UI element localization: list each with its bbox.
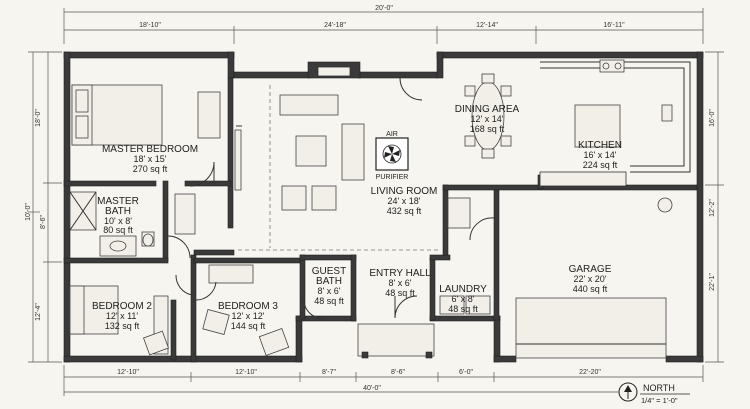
- laundry-name: LAUNDRY: [439, 284, 487, 295]
- detail-lines: [153, 59, 691, 359]
- master-bath-area: 80 sq ft: [103, 225, 133, 235]
- interior-walls: [63, 77, 698, 363]
- bedroom2-name: BEDROOM 2: [92, 301, 152, 312]
- room-labels: MASTER BEDROOM 18' x 15' 270 sq ft MASTE…: [92, 104, 622, 331]
- exterior-walls: [63, 51, 704, 363]
- dim-left-2: 10'-0": [25, 203, 32, 221]
- master-bath-name-2: BATH: [105, 206, 131, 217]
- entry-hall-size: 8' x 6': [389, 278, 412, 288]
- master-bath-name-1: MASTER: [97, 196, 139, 207]
- entry-hall-area: 48 sq ft: [385, 288, 415, 298]
- garage-area: 440 sq ft: [573, 284, 608, 294]
- dim-left-4: 12'-4": [35, 303, 42, 321]
- dim-left-3: 8'-6": [40, 215, 47, 229]
- garage-name: GARAGE: [569, 264, 612, 275]
- dim-top-1: 18'-10": [139, 22, 161, 29]
- laundry-size: 6' x 8': [452, 294, 475, 304]
- dim-right-1: 16'-0": [709, 109, 716, 127]
- living-room-area: 432 sq ft: [387, 206, 422, 216]
- air-purifier-label-bottom: PURIFIER: [376, 174, 409, 181]
- dim-top-3: 12'-14": [476, 22, 498, 29]
- dining-area-name: DINING AREA: [455, 104, 520, 115]
- guest-bath-area: 48 sq ft: [314, 296, 344, 306]
- top-dimensions: 20'-0" 18'-10" 24'-18" 12'-14" 16'-11": [63, 5, 704, 44]
- dim-right-3: 22'-1": [709, 273, 716, 291]
- north-label: NORTH: [643, 383, 675, 393]
- kitchen-name: KITCHEN: [578, 140, 622, 151]
- furniture: [69, 73, 512, 357]
- right-dimensions: 16'-0" 12'-2" 22'-1": [705, 51, 724, 363]
- living-room-size: 24' x 18': [388, 196, 421, 206]
- entry-hall-name: ENTRY HALL: [369, 268, 431, 279]
- guest-bath-name-1: GUEST: [312, 266, 346, 277]
- dim-bottom-total: 40'-0": [363, 385, 381, 392]
- guest-bath-size: 8' x 6': [318, 286, 341, 296]
- dim-top-2: 24'-18": [324, 22, 346, 29]
- dining-area-size: 12' x 14': [471, 114, 504, 124]
- air-purifier: AIR PURIFIER: [375, 131, 409, 181]
- living-room-name: LIVING ROOM: [371, 186, 438, 197]
- dim-right-2: 12'-2": [709, 199, 716, 217]
- doors: [167, 77, 495, 319]
- dim-bottom-6: 22'-20": [579, 369, 601, 376]
- dim-bottom-1: 12'-10": [117, 369, 139, 376]
- garage-size: 22' x 20': [574, 274, 607, 284]
- bedroom3-area: 144 sq ft: [231, 321, 266, 331]
- dim-top-4: 16'-11": [603, 22, 625, 29]
- kitchen-area: 224 sq ft: [583, 160, 618, 170]
- scale-label: 1/4" = 1'-0": [641, 396, 678, 405]
- bedroom3-size: 12' x 12': [232, 311, 265, 321]
- laundry-area: 48 sq ft: [448, 304, 478, 314]
- master-bedroom-area: 270 sq ft: [133, 164, 168, 174]
- bottom-dimensions: 12'-10" 12'-10" 8'-7" 8'-6" 6'-0" 22'-20…: [63, 365, 704, 396]
- guest-bath-name-2: BATH: [316, 276, 342, 287]
- air-purifier-label-top: AIR: [386, 131, 398, 138]
- master-bath-size: 10' x 8': [104, 216, 132, 226]
- dim-bottom-5: 6'-0": [459, 369, 473, 376]
- bedroom2-size: 12' x 11': [106, 311, 139, 321]
- air-purifier-icon: [375, 137, 409, 171]
- bedroom2-area: 132 sq ft: [105, 321, 140, 331]
- dim-top-total: 20'-0": [375, 5, 393, 12]
- dim-bottom-4: 8'-6": [391, 369, 405, 376]
- dining-area-area: 168 sq ft: [470, 124, 505, 134]
- left-dimensions: 18'-0" 10'-0" 8'-6" 12'-4": [25, 51, 62, 363]
- dim-bottom-2: 12'-10": [235, 369, 257, 376]
- dim-left-1: 18'-0": [35, 109, 42, 127]
- legend: NORTH 1/4" = 1'-0": [618, 382, 690, 405]
- bedroom3-name: BEDROOM 3: [218, 301, 278, 312]
- master-bedroom-name: MASTER BEDROOM: [102, 144, 198, 155]
- dim-bottom-3: 8'-7": [322, 369, 336, 376]
- kitchen-size: 16' x 14': [584, 150, 617, 160]
- master-bedroom-size: 18' x 15': [134, 154, 167, 164]
